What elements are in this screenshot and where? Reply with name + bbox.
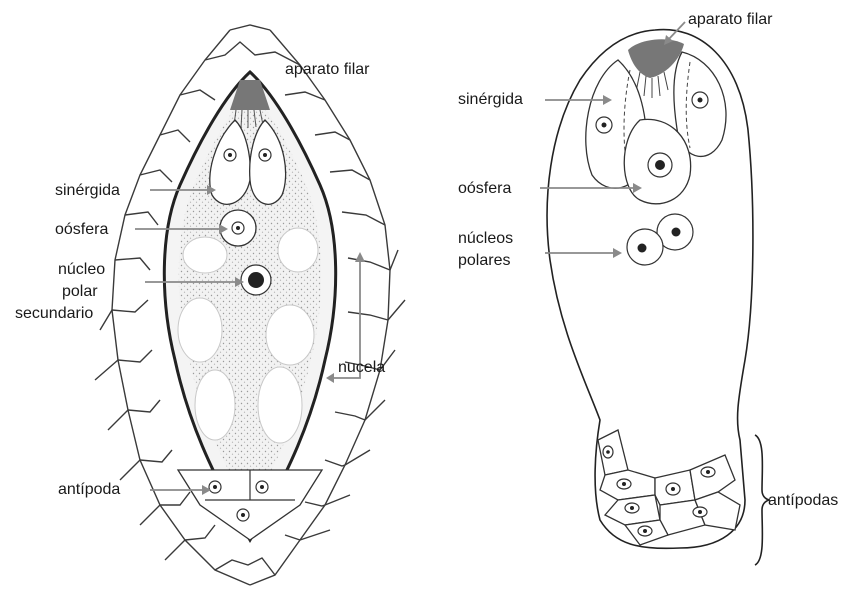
label-nucleo-line1: núcleo — [58, 261, 105, 278]
label-aparato-filar-left: aparato filar — [285, 61, 370, 78]
label-oosfera-left: oósfera — [55, 221, 108, 238]
label-sinergida-left: sinérgida — [55, 182, 120, 199]
label-antipodas: antípodas — [768, 492, 838, 509]
label-nucleo-line2: polar — [62, 283, 98, 300]
label-antipoda: antípoda — [58, 481, 120, 498]
left-diagram: aparato filar sinérgida oósfera núcleo p… — [15, 25, 405, 585]
label-oosfera-right: oósfera — [458, 180, 511, 197]
filiform-apparatus-left — [230, 80, 270, 110]
right-diagram: aparato filar sinérgida oósfera núcleos … — [458, 11, 838, 565]
label-aparato-filar-right: aparato filar — [688, 11, 773, 28]
label-sinergida-right: sinérgida — [458, 91, 523, 108]
label-nucela: nucela — [338, 359, 385, 376]
label-nucleos-line1: núcleos — [458, 230, 513, 247]
label-nucleo-line3: secundario — [15, 305, 93, 322]
label-nucleos-line2: polares — [458, 252, 510, 269]
